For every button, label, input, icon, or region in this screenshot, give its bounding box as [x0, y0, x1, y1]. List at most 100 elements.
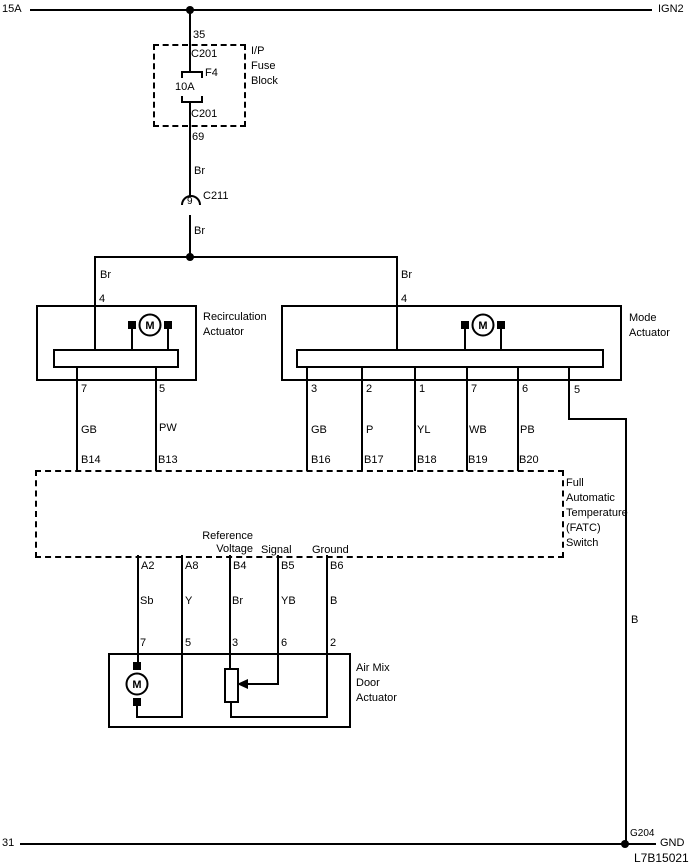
fuse-pin-top-label: 35: [193, 29, 206, 41]
wire-color-br-2: Br: [194, 225, 205, 237]
airmix-pot-bottom-wire: [230, 701, 232, 718]
recirc-pin-7: 7: [81, 383, 88, 395]
wire-ground-seg2: [568, 418, 627, 420]
airmix-pin-3: 3: [232, 637, 239, 649]
terminal-b18: B18: [417, 454, 437, 466]
terminal-b4: B4: [233, 560, 247, 572]
recirc-motor-wire-left: [131, 326, 133, 350]
airmix-pin-6: 6: [281, 637, 288, 649]
terminal-a2: A2: [141, 560, 155, 572]
fuse-connector-top-label: C201: [191, 48, 218, 60]
terminal-a8: A8: [185, 560, 199, 572]
wire-color-p: P: [366, 424, 374, 436]
ground-id-label: G204: [630, 828, 655, 839]
wire-color-sb: Sb: [140, 595, 154, 607]
rail-bottom-right-label: GND: [660, 837, 685, 849]
fatc-func-reference: Reference Voltage: [202, 530, 253, 555]
mode-pin-7: 7: [471, 383, 478, 395]
airmix-pin-5: 5: [185, 637, 192, 649]
airmix-pin6-wire: [277, 653, 279, 685]
recirc-feed-color: Br: [100, 269, 111, 281]
terminal-b13: B13: [158, 454, 178, 466]
mode-motor-wire-right: [500, 326, 502, 350]
wire-b6: [326, 555, 328, 655]
airmix-motor-return-wire: [136, 716, 183, 718]
mode-motor-wire-left: [464, 326, 466, 350]
terminal-b19: B19: [468, 454, 488, 466]
wire-ground-seg3: [625, 418, 627, 845]
fatc-func-signal: Signal: [261, 544, 292, 556]
wire-color-pw: PW: [159, 422, 177, 434]
wire-b14: [76, 367, 78, 471]
wire-color-pb: PB: [520, 424, 535, 436]
wire-ign-to-fuse: [189, 9, 191, 73]
airmix-pin2-wire: [326, 653, 328, 718]
mode-pin-6: 6: [522, 383, 529, 395]
recirc-inner-feed-wire: [94, 305, 96, 350]
mode-feed-color: Br: [401, 269, 412, 281]
fuse-rating-label: 10A: [175, 81, 195, 93]
airmix-pin-7: 7: [140, 637, 147, 649]
mode-actuator-box: [281, 305, 622, 381]
airmix-motor-icon: M: [125, 662, 149, 706]
airmix-pot-return-wire: [230, 716, 328, 718]
fuse-connector-bottom-label: C201: [191, 108, 218, 120]
wire-color-b: B: [330, 595, 338, 607]
wire-recirc-feed: [94, 256, 96, 306]
recirc-motor-icon: M: [128, 313, 172, 337]
mode-motor-icon: M: [461, 313, 505, 337]
wire-color-gb-1: GB: [81, 424, 97, 436]
mode-feed-pin: 4: [401, 293, 408, 305]
wire-color-b-ground: B: [631, 614, 639, 626]
mode-pin-2: 2: [366, 383, 373, 395]
c211-label: C211: [203, 190, 229, 202]
wiper-arrow-icon: [237, 679, 248, 689]
recirc-motor-wire-right: [167, 326, 169, 350]
airmix-wiper-wire: [247, 683, 279, 685]
mode-pin-3: 3: [311, 383, 318, 395]
wire-color-yl: YL: [417, 424, 431, 436]
wire-b13: [155, 367, 157, 471]
c211-pin-label: 9: [187, 196, 193, 207]
fuse-block-name: I/P Fuse Block: [251, 45, 278, 87]
wire-color-br-3: Br: [232, 595, 243, 607]
wire-b5: [277, 555, 279, 655]
wire-b16: [306, 367, 308, 471]
rail-top-left-label: 15A: [2, 3, 22, 15]
airmix-actuator-name: Air Mix Door Actuator: [356, 662, 397, 704]
terminal-b5: B5: [281, 560, 295, 572]
airmix-pin5-wire: [181, 653, 183, 718]
fuse-name-label: F4: [205, 67, 218, 79]
wire-color-yb: YB: [281, 595, 296, 607]
airmix-pin-2: 2: [330, 637, 337, 649]
connector-arc-icon: [181, 195, 201, 206]
terminal-b14: B14: [81, 454, 101, 466]
mode-resistor-bar: [296, 349, 604, 368]
recirc-feed-pin: 4: [99, 293, 106, 305]
junction-dot-ground: [621, 840, 629, 848]
mode-inner-feed-wire: [396, 305, 398, 350]
recirc-actuator-name: Recirculation Actuator: [203, 311, 267, 338]
wire-a2: [137, 555, 139, 655]
svg-text:M: M: [132, 679, 141, 691]
wire-a8: [181, 555, 183, 655]
fuse-pin-bottom-label: 69: [192, 131, 205, 143]
mode-pin-1: 1: [419, 383, 426, 395]
svg-text:M: M: [145, 320, 154, 332]
recirc-resistor-bar: [53, 349, 179, 368]
mode-pin-ground: 5: [574, 384, 581, 396]
terminal-b17: B17: [364, 454, 384, 466]
mode-actuator-name: Mode Actuator: [629, 312, 670, 339]
fatc-switch-box: [35, 470, 564, 558]
terminal-b20: B20: [519, 454, 539, 466]
wire-b4: [229, 555, 231, 655]
wire-ground-seg1: [568, 367, 570, 420]
wire-b17: [361, 367, 363, 471]
recirc-pin-5: 5: [159, 383, 166, 395]
wire-color-y: Y: [185, 595, 193, 607]
wire-color-gb-2: GB: [311, 424, 327, 436]
fatc-switch-name: Full Automatic Temperature (FATC) Switch: [566, 477, 628, 549]
recirc-actuator-box: [36, 305, 197, 381]
wire-color-br-1: Br: [194, 165, 205, 177]
